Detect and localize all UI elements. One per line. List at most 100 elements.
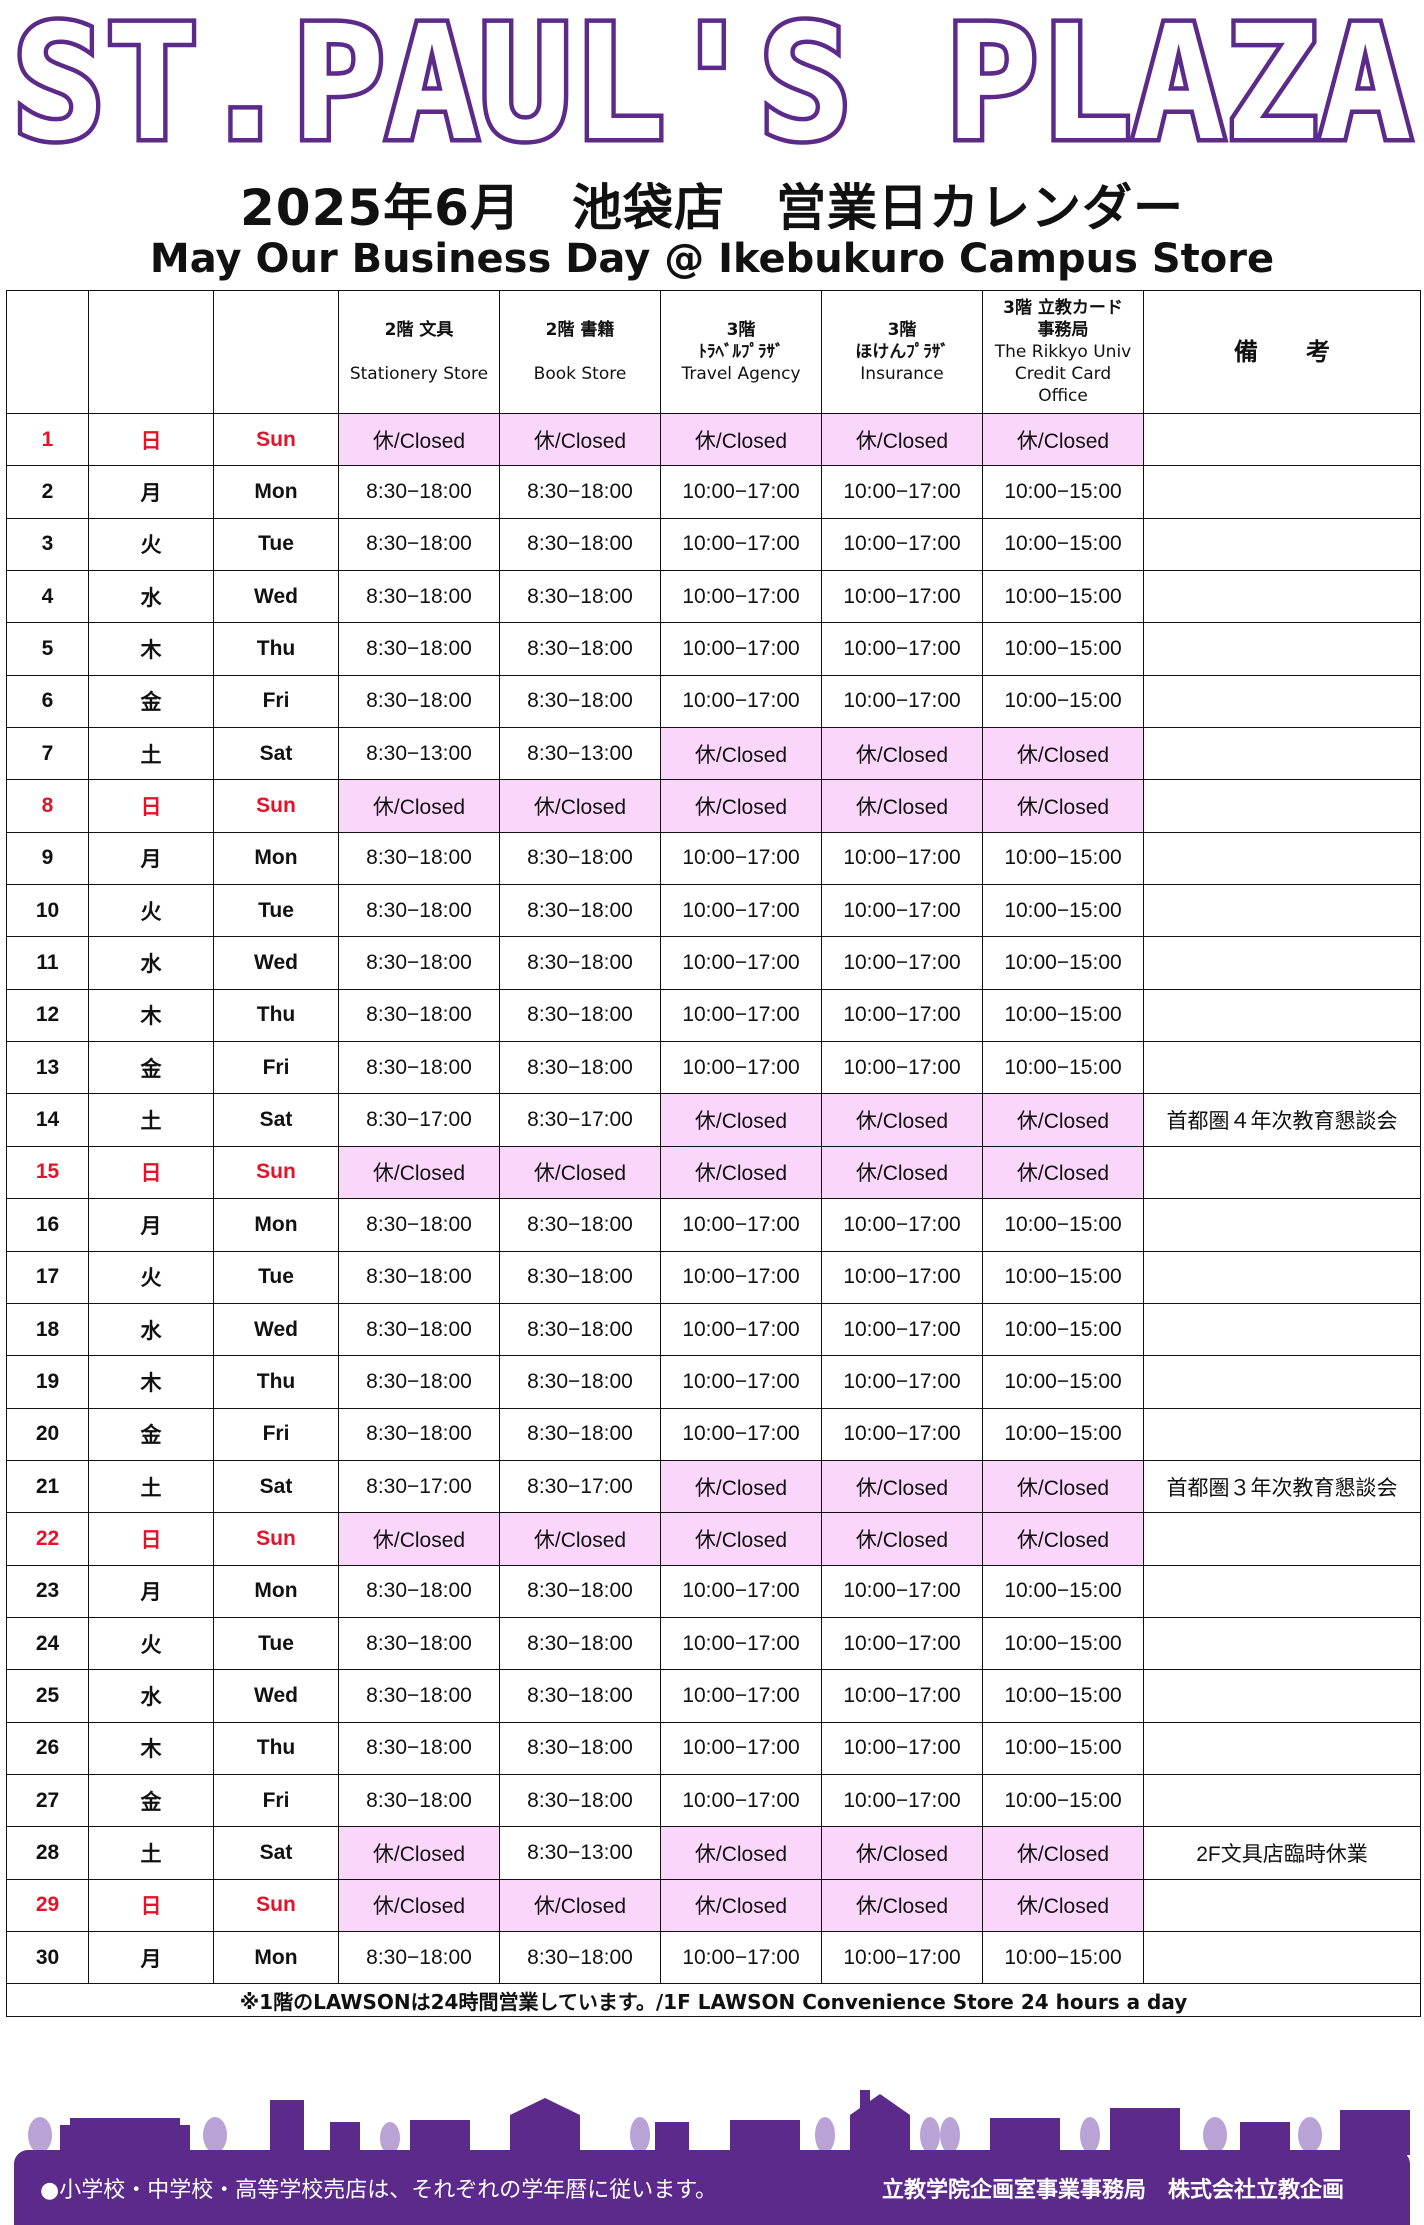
closed-cell: 休/Closed xyxy=(660,1459,822,1514)
weekday-jp: 金 xyxy=(88,1407,214,1461)
campus-skyline-illustration xyxy=(28,2090,1410,2155)
hours-cell: 10:00−17:00 xyxy=(821,1564,983,1618)
logo-text: ST.PAUL'S PLAZA xyxy=(12,0,1412,165)
hours-cell: 10:00−17:00 xyxy=(660,1407,822,1461)
column-header-label: 3階 ﾄﾗﾍﾞﾙﾌﾟﾗｻﾞ xyxy=(698,320,784,362)
date-number: 3 xyxy=(6,517,89,572)
hours-cell: 10:00−15:00 xyxy=(982,465,1144,519)
hours-cell: 10:00−15:00 xyxy=(982,674,1144,729)
date-number: 19 xyxy=(6,1355,89,1409)
hours-cell: 8:30−18:00 xyxy=(499,1930,661,1985)
column-header-sublabel: Stationery Store xyxy=(349,364,489,384)
remark-cell xyxy=(1143,622,1421,676)
weekday-jp: 金 xyxy=(88,1773,214,1828)
closed-cell: 休/Closed xyxy=(338,779,500,833)
column-header-sublabel: Insurance xyxy=(860,364,944,384)
column-header-0 xyxy=(6,290,89,414)
closed-cell: 休/Closed xyxy=(821,1093,983,1147)
date-number: 23 xyxy=(6,1564,89,1618)
weekday-en: Sun xyxy=(213,779,339,833)
hours-cell: 8:30−18:00 xyxy=(499,1302,661,1357)
weekday-en: Sat xyxy=(213,727,339,781)
header-spacer xyxy=(340,341,499,363)
weekday-en: Wed xyxy=(213,1302,339,1357)
hours-cell: 8:30−18:00 xyxy=(499,1773,661,1828)
remark-cell xyxy=(1143,988,1421,1043)
weekday-jp: 土 xyxy=(88,727,214,781)
remark-cell xyxy=(1143,1721,1421,1775)
hours-cell: 10:00−17:00 xyxy=(821,936,983,990)
hours-cell: 8:30−18:00 xyxy=(338,884,500,938)
footer-left-note: ●小学校・中学校・高等学校売店は、それぞれの学年暦に従います。 xyxy=(40,2178,717,2203)
column-header-sublabel: The Rikkyo Univ Credit Card Office xyxy=(994,342,1132,406)
weekday-en: Fri xyxy=(213,1407,339,1461)
closed-cell: 休/Closed xyxy=(982,1826,1144,1880)
hours-cell: 10:00−17:00 xyxy=(660,1773,822,1828)
weekday-en: Tue xyxy=(213,884,339,938)
weekday-jp: 火 xyxy=(88,517,214,572)
remark-cell xyxy=(1143,1041,1421,1095)
remark-cell xyxy=(1143,570,1421,624)
hours-cell: 8:30−18:00 xyxy=(338,674,500,729)
remark-cell xyxy=(1143,779,1421,833)
hours-cell: 10:00−17:00 xyxy=(821,831,983,886)
hours-cell: 10:00−17:00 xyxy=(660,1721,822,1775)
hours-cell: 8:30−18:00 xyxy=(338,570,500,624)
tree-silhouettes xyxy=(28,2117,1322,2154)
weekday-en: Thu xyxy=(213,1355,339,1409)
closed-cell: 休/Closed xyxy=(338,1878,500,1932)
weekday-jp: 水 xyxy=(88,570,214,624)
weekday-jp: 日 xyxy=(88,1145,214,1200)
hours-cell: 10:00−17:00 xyxy=(821,674,983,729)
hours-cell: 8:30−13:00 xyxy=(499,1826,661,1880)
remark-cell xyxy=(1143,674,1421,729)
hours-cell: 10:00−15:00 xyxy=(982,1930,1144,1985)
hours-cell: 8:30−18:00 xyxy=(499,1041,661,1095)
hours-cell: 8:30−18:00 xyxy=(338,1250,500,1304)
date-number: 11 xyxy=(6,936,89,990)
hours-cell: 8:30−18:00 xyxy=(338,988,500,1043)
hours-cell: 8:30−18:00 xyxy=(499,570,661,624)
hours-cell: 8:30−18:00 xyxy=(338,1669,500,1723)
hours-cell: 8:30−18:00 xyxy=(499,1250,661,1304)
date-number: 17 xyxy=(6,1250,89,1304)
weekday-jp: 水 xyxy=(88,936,214,990)
hours-cell: 8:30−18:00 xyxy=(499,1564,661,1618)
weekday-en: Wed xyxy=(213,1669,339,1723)
closed-cell: 休/Closed xyxy=(821,779,983,833)
weekday-en: Tue xyxy=(213,1250,339,1304)
date-number: 13 xyxy=(6,1041,89,1095)
closed-cell: 休/Closed xyxy=(982,1145,1144,1200)
hours-cell: 10:00−15:00 xyxy=(982,936,1144,990)
page-title-jp: 2025年6月 池袋店 営業日カレンダー xyxy=(240,179,1184,237)
weekday-jp: 木 xyxy=(88,622,214,676)
closed-cell: 休/Closed xyxy=(338,1145,500,1200)
hours-cell: 8:30−18:00 xyxy=(499,884,661,938)
weekday-jp: 日 xyxy=(88,1512,214,1566)
closed-cell: 休/Closed xyxy=(499,1145,661,1200)
hours-cell: 10:00−15:00 xyxy=(982,1302,1144,1357)
date-number: 15 xyxy=(6,1145,89,1200)
hours-cell: 8:30−13:00 xyxy=(499,727,661,781)
closed-cell: 休/Closed xyxy=(660,412,822,467)
hours-cell: 8:30−18:00 xyxy=(499,1721,661,1775)
hours-cell: 10:00−17:00 xyxy=(660,884,822,938)
remark-cell xyxy=(1143,884,1421,938)
hours-cell: 8:30−18:00 xyxy=(338,517,500,572)
date-number: 10 xyxy=(6,884,89,938)
hours-cell: 8:30−18:00 xyxy=(499,1407,661,1461)
date-number: 26 xyxy=(6,1721,89,1775)
weekday-en: Mon xyxy=(213,1564,339,1618)
hours-cell: 8:30−17:00 xyxy=(499,1093,661,1147)
